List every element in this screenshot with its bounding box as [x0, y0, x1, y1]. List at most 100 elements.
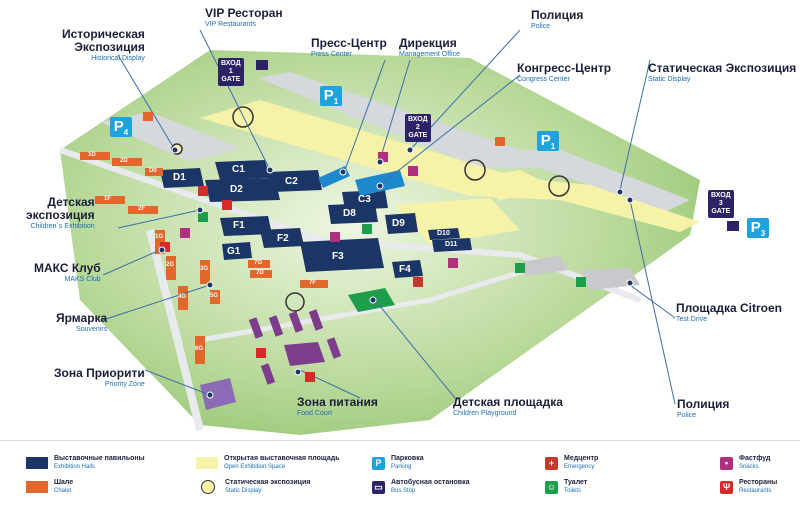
label-fair: Ярмарка Souvenirs [56, 312, 107, 334]
gate-1-num: 1 [228, 68, 233, 75]
food-court-main[interactable] [284, 342, 325, 366]
chalet-7g[interactable] [248, 260, 270, 268]
label-congress-ru: Конгресс-Центр [517, 61, 612, 75]
chalet-d0[interactable] [145, 168, 163, 176]
static-display-icon [201, 480, 215, 494]
chalet-label-5g: 5G [210, 293, 219, 299]
priority-zone-area[interactable] [200, 378, 236, 410]
amenity-markers [143, 60, 739, 382]
legend-medical-ru: Медцентр [564, 455, 599, 462]
hall-d1[interactable] [160, 168, 204, 188]
location-dots [158, 146, 634, 399]
restaurant-icon[interactable] [198, 186, 208, 196]
open-space-east [460, 170, 560, 200]
restaurant-icon[interactable] [305, 372, 315, 382]
static-display-icon[interactable] [285, 292, 305, 312]
citroen-area[interactable] [580, 268, 640, 290]
label-congress: Конгресс-Центр Congress Center [517, 62, 611, 84]
gate-2-ru: ВХОД [408, 116, 428, 123]
legend-parking-en: Parking [391, 464, 412, 470]
hall-g1[interactable] [222, 242, 252, 260]
gate-1[interactable]: ВХОД 1 GATE [218, 58, 244, 86]
chalet-4g[interactable] [178, 286, 188, 310]
fastfood-icon[interactable] [330, 232, 340, 242]
hall-f4[interactable] [392, 260, 423, 278]
bus-icon[interactable] [727, 221, 739, 231]
leader-lines [102, 29, 676, 405]
parking-p1-east[interactable]: P1 [537, 131, 559, 151]
hall-d8[interactable] [328, 203, 378, 224]
toilet-icon[interactable] [198, 212, 208, 222]
chalet-label-d0: D0 [149, 168, 157, 174]
hall-label-d1: D1 [173, 172, 186, 183]
legend-chalet-swatch [26, 481, 48, 493]
static-display-icon[interactable] [464, 159, 486, 181]
parking-p1-north[interactable]: P1 [320, 86, 342, 106]
label-playground: Детская площадка Children Playground [453, 396, 563, 418]
static-display-icon[interactable] [232, 106, 254, 128]
fastfood-icon[interactable] [448, 258, 458, 268]
legend-chalet-en: Chalet [54, 488, 72, 494]
parking-p3[interactable]: P3 [747, 218, 769, 238]
hall-f3[interactable] [300, 238, 384, 272]
food-court [248, 309, 342, 385]
chalet-5g[interactable] [210, 290, 220, 304]
label-police-top: Полиция Police [531, 9, 583, 31]
parking-icon[interactable] [495, 137, 505, 146]
restaurant-icon[interactable] [160, 242, 170, 252]
chalet-7d[interactable] [250, 270, 272, 278]
hall-label-d10: D10 [437, 230, 450, 237]
toilet-icon[interactable] [362, 224, 372, 234]
chalet-2d[interactable] [112, 158, 142, 166]
hall-label-f2: F2 [277, 233, 289, 244]
label-press-en: Press Center [311, 51, 352, 58]
gate-2[interactable]: ВХОД 2 GATE [405, 114, 431, 142]
chalet-6g[interactable] [195, 336, 205, 364]
legend-toilets-en: Toilets [564, 488, 582, 494]
parking-p4[interactable]: P4 [110, 117, 132, 137]
label-fair-en: Souvenirs [76, 326, 108, 333]
chalet-2f[interactable] [128, 206, 158, 214]
hall-c2[interactable] [268, 170, 322, 192]
hall-d9[interactable] [385, 213, 418, 234]
label-citroen-en: Test Drive [676, 316, 708, 323]
parking-icon[interactable] [143, 112, 153, 121]
chalet-2g[interactable] [166, 256, 176, 280]
label-priority-en: Priority Zone [105, 381, 145, 388]
restaurant-icon[interactable] [222, 200, 232, 210]
fastfood-icon[interactable] [408, 166, 418, 176]
static-display-icon[interactable] [548, 175, 570, 197]
hall-d11[interactable] [432, 238, 472, 252]
hall-c1[interactable] [215, 160, 270, 180]
chalet-7f[interactable] [300, 280, 328, 288]
label-children-exhibition: Детская экспозиция Children`s Exhibition [26, 196, 95, 231]
bus-icon[interactable] [256, 60, 268, 70]
chalet-1d[interactable] [80, 152, 110, 160]
chalet-label-7d: 7D [256, 270, 264, 276]
chalet-3g[interactable] [200, 260, 210, 284]
hall-f2[interactable] [260, 228, 304, 248]
chalet-1f[interactable] [95, 196, 125, 204]
label-maks-ru: МАКС Клуб [34, 261, 101, 275]
medical-icon[interactable] [413, 277, 423, 287]
legend-restaurants-ru: Рестораны [739, 479, 778, 486]
label-playground-ru: Детская площадка [453, 395, 563, 409]
chalet-label-7f: 7F [309, 280, 317, 286]
hall-d10[interactable] [428, 228, 460, 240]
hall-d2[interactable] [205, 178, 280, 202]
label-maks: МАКС Клуб MAKS Club [34, 262, 101, 284]
hall-f1[interactable] [220, 216, 272, 236]
fastfood-icon[interactable] [180, 228, 190, 238]
fastfood-icon[interactable] [378, 152, 388, 162]
gate-3[interactable]: ВХОД 3 GATE [708, 190, 734, 218]
toilet-icon[interactable] [576, 277, 586, 287]
gate-3-num: 3 [718, 200, 723, 207]
legend-halls-ru: Выставочные павильоны [54, 455, 145, 462]
restaurant-icon[interactable] [256, 348, 266, 358]
parking-number: 1 [333, 97, 339, 106]
label-children-exh-en: Children`s Exhibition [30, 223, 95, 230]
runway-west [100, 112, 240, 162]
food-stall [326, 337, 342, 359]
toilet-icon[interactable] [515, 263, 525, 273]
food-stall [248, 317, 264, 339]
